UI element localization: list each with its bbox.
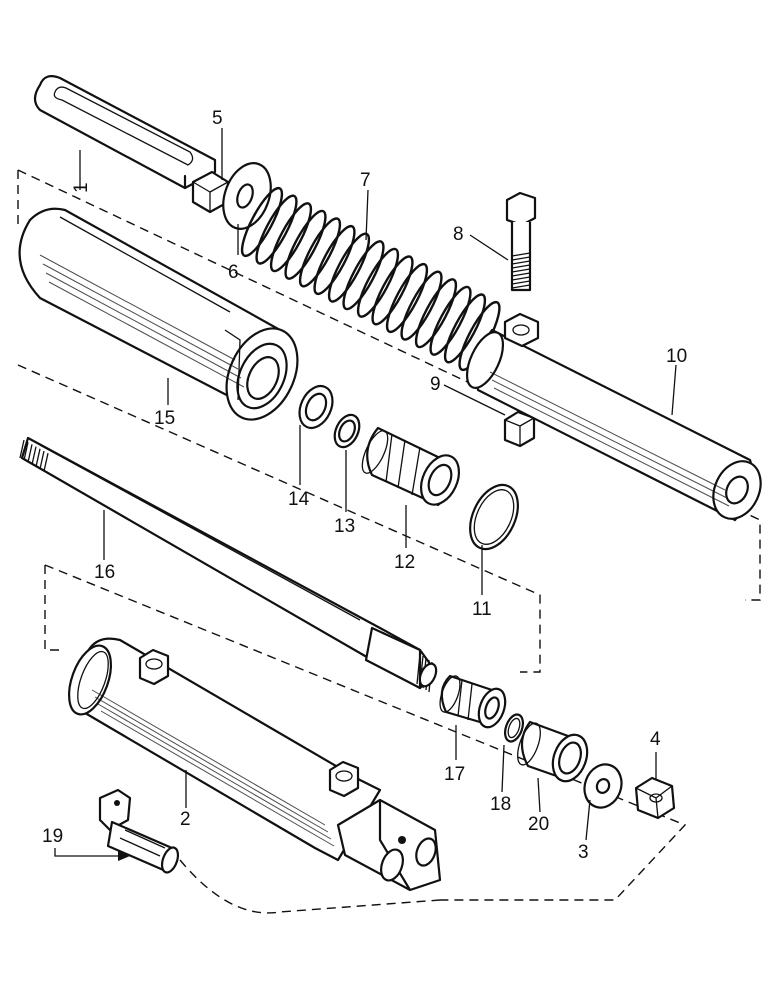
- label-4: 4: [650, 729, 661, 750]
- bolt-thread: [511, 264, 531, 269]
- rod-thread: [19, 439, 25, 459]
- label-13: 13: [334, 516, 355, 537]
- bolt-thread: [511, 276, 531, 281]
- shading-line: [45, 272, 242, 379]
- label-16: 16: [94, 562, 115, 583]
- label-9: 9: [430, 374, 441, 395]
- assembly-guide-lines: [17, 169, 761, 914]
- shading-line: [94, 696, 329, 833]
- spring-coil: [269, 202, 313, 273]
- spring-coil: [414, 278, 458, 349]
- spring-coil: [342, 240, 385, 311]
- bolt-thread: [511, 280, 531, 285]
- label-20: 20: [528, 814, 549, 835]
- label-6: 6: [228, 262, 239, 283]
- part-1-slotted-link: [33, 75, 217, 190]
- part-6-washer: [222, 162, 272, 230]
- part-3-washer: [583, 763, 623, 809]
- label-3: 3: [578, 842, 589, 863]
- bolt-thread: [511, 256, 531, 261]
- rod-thread: [31, 446, 37, 465]
- label-12: 12: [394, 552, 415, 573]
- shading-line: [48, 281, 245, 388]
- label-18: 18: [490, 794, 511, 815]
- rod-thread: [416, 653, 421, 685]
- part-10-outer-tube: [465, 312, 762, 522]
- shading-line: [489, 371, 726, 491]
- shading-line: [491, 379, 728, 499]
- shading-line: [97, 703, 332, 840]
- spring-coil: [240, 186, 284, 258]
- part-11-o-ring: [469, 483, 519, 551]
- shading-line: [42, 263, 239, 370]
- rod-thread: [43, 453, 49, 472]
- label-15: 15: [154, 408, 175, 429]
- spring-coil: [284, 209, 327, 280]
- rod-thread: [27, 444, 33, 463]
- part-13-ring: [333, 413, 361, 449]
- spring-coil: [400, 270, 443, 341]
- spring-coil: [356, 247, 400, 318]
- shading-line: [100, 710, 335, 847]
- rod-thread: [23, 442, 29, 461]
- spring-coil: [327, 232, 371, 303]
- part-12-guide-bush: [361, 426, 461, 507]
- label-2: 2: [180, 809, 191, 830]
- part-14-ring: [298, 384, 334, 430]
- rod-thread: [39, 450, 45, 470]
- part-4-nut: [634, 776, 676, 820]
- label-11: 11: [472, 599, 492, 620]
- part-labels: 1 5 6 7 8 9 10 15 14 13 12 11 16 2 17 18…: [42, 108, 687, 863]
- label-8: 8: [453, 224, 464, 245]
- spring-coil: [385, 262, 429, 334]
- label-14: 14: [288, 489, 310, 510]
- bolt-thread: [511, 252, 531, 257]
- part-19-pin: [98, 788, 180, 874]
- bolt-thread: [511, 268, 531, 273]
- part-2-cylinder-body: [67, 637, 442, 892]
- rod-thread: [35, 448, 41, 467]
- spring-coil: [255, 194, 298, 265]
- part-8-bolt: [505, 191, 537, 292]
- bolt-thread: [511, 260, 531, 265]
- spring-coil: [371, 255, 414, 326]
- leader-lines: [54, 128, 677, 861]
- bolt-thread: [511, 284, 531, 289]
- label-17: 17: [444, 764, 465, 785]
- spring-coil: [313, 224, 356, 296]
- shading-line: [39, 254, 236, 361]
- shading-line: [91, 689, 326, 826]
- label-1: 1: [71, 182, 92, 193]
- part-16-piston-rod: [19, 436, 438, 693]
- shading-line: [493, 387, 730, 507]
- label-19: 19: [42, 826, 63, 847]
- part-17-piston: [439, 674, 507, 729]
- part-18-o-ring: [503, 713, 525, 743]
- spring-coil: [298, 217, 342, 288]
- part-9-nut: [503, 410, 536, 448]
- label-10: 10: [666, 346, 687, 367]
- spring-coil: [429, 285, 472, 356]
- spring-coil: [443, 293, 487, 364]
- label-7: 7: [360, 170, 371, 191]
- part-15-sleeve: [18, 207, 299, 421]
- bolt-thread: [511, 272, 531, 277]
- part-20-bushing: [517, 720, 589, 783]
- label-5: 5: [212, 108, 223, 129]
